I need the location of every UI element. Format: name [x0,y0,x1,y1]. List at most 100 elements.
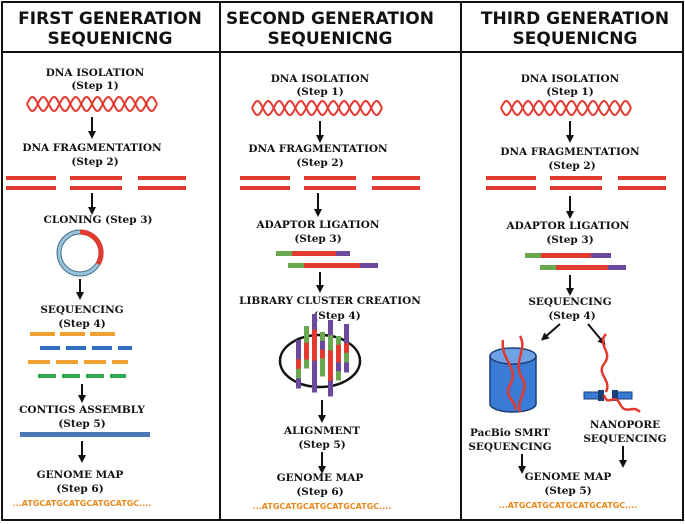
column-title: SEQUENICNG [513,29,638,49]
dna-fragment [304,186,356,190]
dna-helix-icon [500,99,632,117]
adaptor-fragments-icon [525,253,626,270]
cluster-bar-segment [328,320,333,336]
step-adaptor-ligation: ADAPTOR LIGATION [256,219,380,231]
cluster-bar-segment [312,314,317,331]
dna-fragment [550,186,602,190]
step-dna-isolation: DNA ISOLATION [271,73,370,85]
step-dna-fragmentation: DNA FRAGMENTATION [500,146,640,158]
step-number: (Step 2) [548,160,595,172]
pacbio-cylinder-icon [489,335,537,413]
cluster-bar-segment [328,380,333,397]
column-title: SEQUENICNG [48,29,173,49]
step-genome-map: GENOME MAP [277,472,364,484]
step-dna-isolation: DNA ISOLATION [521,73,620,85]
step-contigs-assembly: CONTIGS ASSEMBLY [19,404,145,416]
step-number: (Step 2) [71,156,118,168]
dna-fragment [6,186,56,190]
dna-fragments-icon [6,176,186,190]
cluster-bar-segment [320,332,325,342]
dna-fragment [240,186,290,190]
column-title: FIRST GENERATION [18,9,202,29]
cluster-bar-segment [296,368,301,379]
step-cloning: CLONING (Step 3) [44,214,153,226]
step-number: (Step 3) [294,233,341,245]
cluster-bar-segment [320,358,325,368]
arrow [587,323,606,346]
cluster-bar-segment [328,350,333,367]
sequencing-reads-icon [28,332,132,378]
cluster-bar-segment [320,367,325,377]
step-number: (Step 4) [313,310,360,322]
dna-fragment [618,186,666,190]
dna-fragment [486,176,536,180]
step-number: (Step 1) [71,80,118,92]
adaptor-fragments-icon [276,251,378,268]
genome-sequence: ...ATGCATGCATGCATGCATGC.... [253,502,392,511]
column-first-generation: FIRST GENERATION SEQUENICNG DNA ISOLATIO… [6,9,202,508]
step-sequencing: SEQUENCING [40,304,123,316]
dna-fragment [138,176,186,180]
cluster-bar-segment [336,336,341,346]
dna-fragment [550,176,602,180]
cluster-bar-segment [336,362,341,372]
cluster-bar-segment [320,349,325,359]
genome-sequence: ...ATGCATGCATGCATGCATGC.... [499,501,638,510]
step-library-cluster-creation: LIBRARY CLUSTER CREATION [239,295,421,307]
cluster-bar-segment [344,343,349,354]
cluster-bar-segment [320,340,325,351]
step-dna-fragmentation: DNA FRAGMENTATION [248,143,388,155]
step-number: (Step 1) [546,86,593,98]
step-dna-isolation: DNA ISOLATION [46,67,145,79]
nanopore-icon [583,333,641,413]
cluster-bar-segment [304,342,309,352]
dna-fragments-icon [240,176,420,190]
cluster-bar-segment [312,360,317,377]
cluster-bar-segment [296,340,301,351]
cluster-bar-segment [312,345,317,362]
cluster-bar-segment [344,324,349,335]
cluster-bar-segment [336,353,341,363]
step-genome-map: GENOME MAP [37,469,124,481]
dna-fragment [70,186,122,190]
step-number: (Step 4) [548,310,595,322]
nanopore-label: SEQUENCING [583,433,666,445]
cluster-bar-segment [304,351,309,361]
cluster-bar-segment [304,359,309,369]
cluster-bar-segment [304,326,309,335]
dna-fragment [372,176,420,180]
step-number: (Step 5) [58,418,105,430]
cluster-bar-segment [328,365,333,382]
dna-fragment [486,186,536,190]
cluster-bar-segment [344,352,349,363]
dna-fragment [240,176,290,180]
dna-fragment [6,176,56,180]
nanopore-label: NANOPORE [590,419,660,431]
step-number: (Step 6) [56,483,103,495]
cluster-bar-segment [304,334,309,344]
contig-bar [20,432,150,437]
dna-fragment [304,176,356,180]
dna-fragment [138,186,186,190]
arrow [540,323,561,341]
cluster-bar-segment [344,333,349,344]
step-genome-map: GENOME MAP [525,471,612,483]
cluster-bar-segment [336,344,341,355]
dna-fragment [70,176,122,180]
cluster-bar-segment [296,378,301,389]
helix-strand [26,95,158,113]
cluster-bar-segment [344,362,349,373]
dna-fragment [372,186,420,190]
cluster-bar-segment [328,335,333,351]
cluster-bar-segment [336,371,341,381]
step-adaptor-ligation: ADAPTOR LIGATION [506,220,630,232]
cluster-icon [278,314,362,397]
cluster-bar-segment [296,349,301,360]
column-title: SECOND GENERATION [226,9,434,29]
step-number: (Step 1) [296,86,343,98]
pacbio-label: SEQUENCING [468,441,551,453]
step-number: (Step 3) [546,234,593,246]
dna-fragments-icon [486,176,666,190]
step-number: (Step 6) [296,486,343,498]
